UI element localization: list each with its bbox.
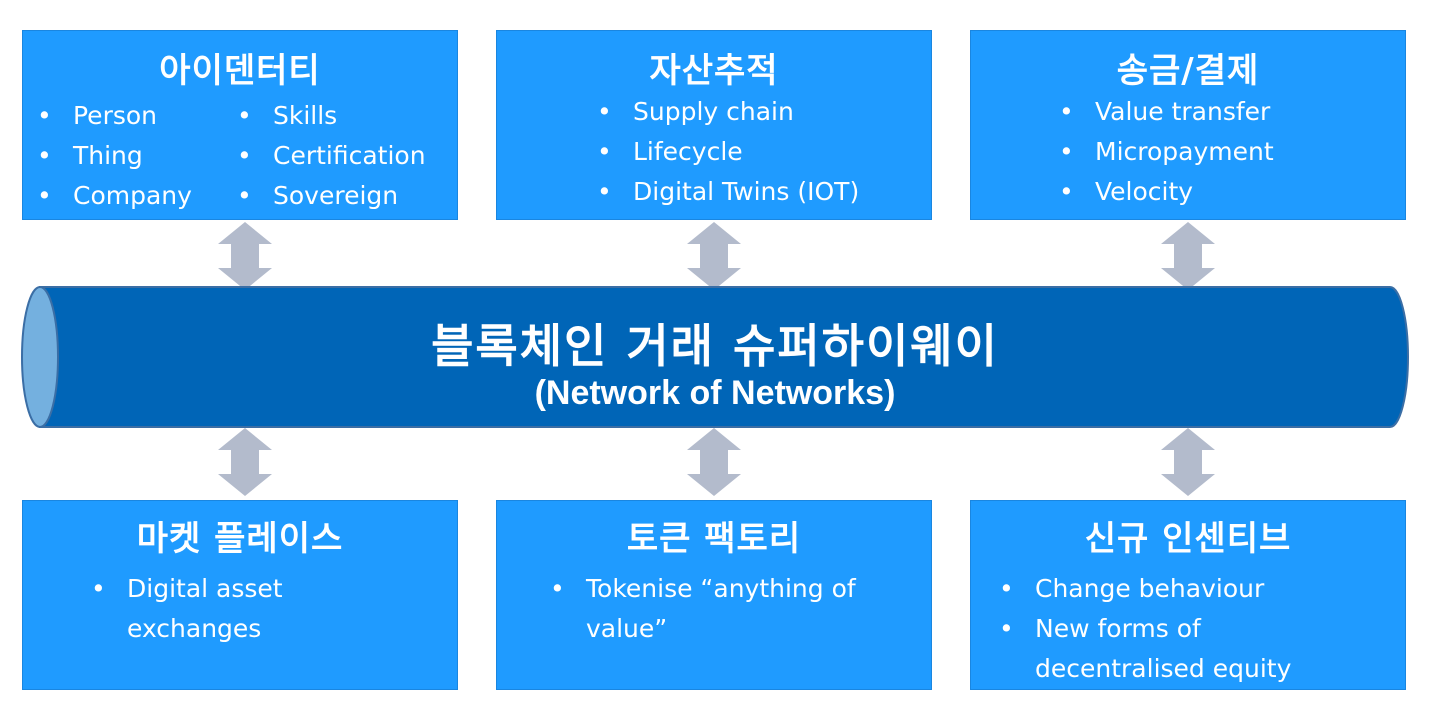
double-arrow-icon [687,222,741,290]
double-arrow-icon [218,428,272,496]
list-item: Tokenise “anything of value” [542,569,882,649]
asset-tracking-box: 자산추적 Supply chain Lifecycle Digital Twin… [496,30,932,220]
marketplace-title: 마켓 플레이스 [136,519,344,559]
list-item: Company [29,176,192,216]
marketplace-box: 마켓 플레이스 Digital asset exchanges [22,500,458,690]
list-item: Certification [229,136,426,176]
cylinder-shape [21,286,1409,428]
asset-tracking-title: 자산추적 [649,51,779,91]
list-item: Micropayment [1051,132,1274,172]
identity-list-right: Skills Certification Sovereign [229,96,426,216]
double-arrow-icon [687,428,741,496]
blockchain-highway-pipe: 블록체인 거래 슈퍼하이웨이 (Network of Networks) [20,282,1410,432]
list-item: Value transfer [1051,92,1274,132]
new-incentives-list: Change behaviour New forms of decentrali… [991,569,1351,689]
list-item: Person [29,96,192,136]
new-incentives-title: 신규 인센티브 [1084,519,1292,559]
list-item: Change behaviour [991,569,1351,609]
list-item: Sovereign [229,176,426,216]
token-factory-title: 토큰 팩토리 [626,519,802,559]
identity-box: 아이덴터티 Person Thing Company Skills Certif… [22,30,458,220]
token-factory-box: 토큰 팩토리 Tokenise “anything of value” [496,500,932,690]
identity-title: 아이덴터티 [159,51,321,91]
double-arrow-icon [1161,222,1215,290]
asset-tracking-list: Supply chain Lifecycle Digital Twins (IO… [589,92,859,212]
marketplace-list: Digital asset exchanges [83,569,383,649]
list-item: Lifecycle [589,132,859,172]
center-subtitle: (Network of Networks) [534,374,896,412]
payments-box: 송금/결제 Value transfer Micropayment Veloci… [970,30,1406,220]
list-item: Skills [229,96,426,136]
list-item: Supply chain [589,92,859,132]
double-arrow-icon [218,222,272,290]
payments-title: 송금/결제 [1116,51,1260,91]
list-item: Thing [29,136,192,176]
list-item: Digital Twins (IOT) [589,172,859,212]
payments-list: Value transfer Micropayment Velocity [1051,92,1274,212]
double-arrow-icon [1161,428,1215,496]
new-incentives-box: 신규 인센티브 Change behaviour New forms of de… [970,500,1406,690]
list-item: Velocity [1051,172,1274,212]
list-item: New forms of decentralised equity [991,609,1351,689]
list-item: Digital asset exchanges [83,569,383,649]
identity-list-left: Person Thing Company [29,96,192,216]
token-factory-list: Tokenise “anything of value” [542,569,882,649]
center-title: 블록체인 거래 슈퍼하이웨이 [431,319,999,373]
